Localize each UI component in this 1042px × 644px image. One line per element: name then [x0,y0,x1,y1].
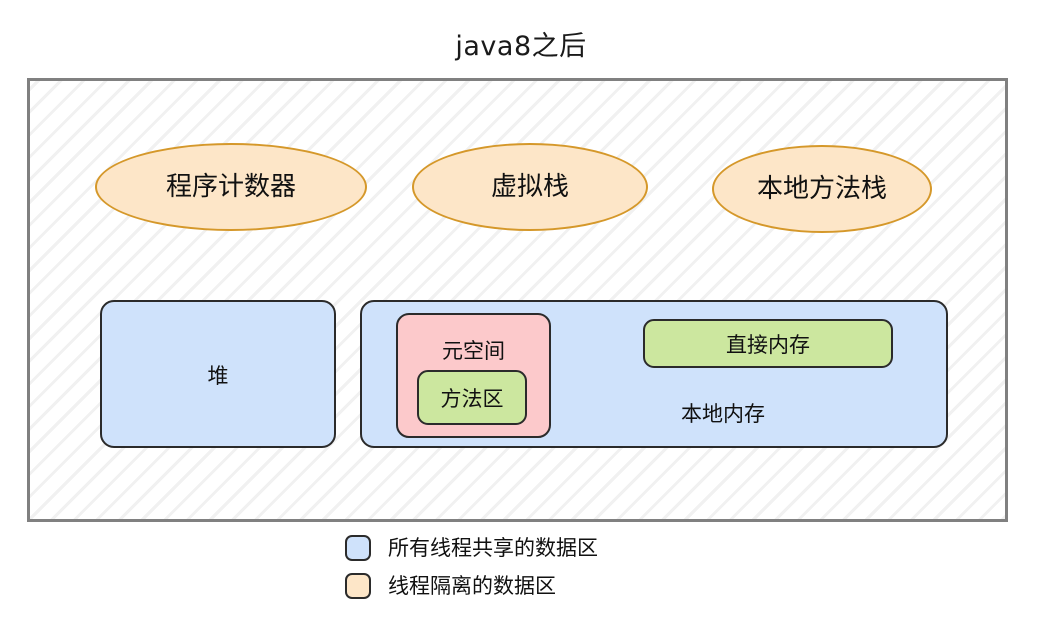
node-direct-memory: 直接内存 [643,319,893,368]
node-heap-label: 堆 [207,364,229,388]
page-title: java8之后 [455,31,587,62]
node-vm-stack: 虚拟栈 [412,143,648,231]
node-program-counter: 程序计数器 [95,143,367,231]
node-direct-memory-label: 直接内存 [726,333,810,357]
node-native-memory-label: 本地内存 [681,402,765,426]
node-native-method-stack-label: 本地方法栈 [756,174,887,204]
node-heap: 堆 [100,300,336,448]
node-program-counter-label: 程序计数器 [165,172,296,202]
legend-swatch-thread-private [345,573,371,599]
legend-label-shared: 所有线程共享的数据区 [388,536,598,560]
legend: 所有线程共享的数据区 线程隔离的数据区 [345,532,765,608]
legend-label-thread-private: 线程隔离的数据区 [388,574,556,598]
legend-item-thread-private: 线程隔离的数据区 [345,570,765,602]
legend-item-shared: 所有线程共享的数据区 [345,532,765,564]
node-method-area: 方法区 [417,370,527,425]
node-native-method-stack: 本地方法栈 [712,145,932,233]
node-vm-stack-label: 虚拟栈 [490,172,569,202]
node-metaspace-label: 元空间 [442,339,505,363]
node-method-area-label: 方法区 [440,387,504,411]
legend-swatch-shared [345,535,371,561]
